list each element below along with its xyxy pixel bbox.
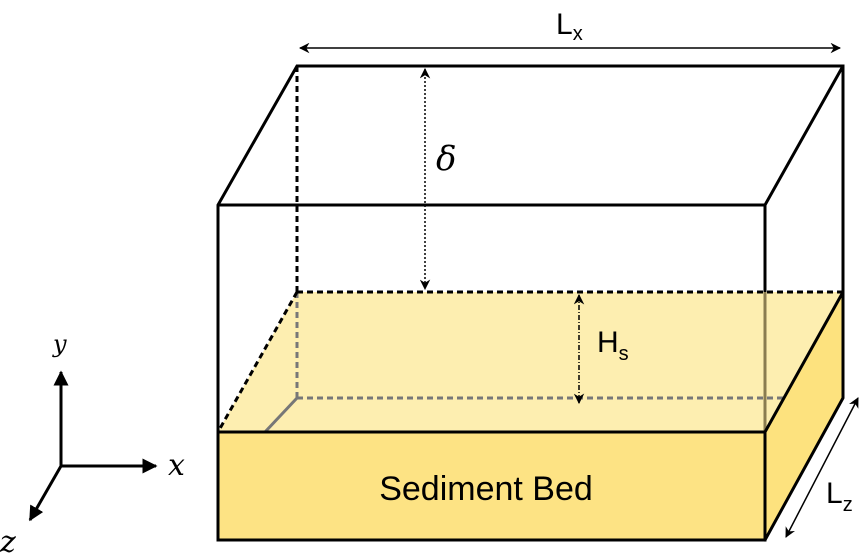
bed-top-face bbox=[218, 292, 843, 432]
bed-label: Sediment Bed bbox=[379, 470, 593, 508]
axes-triad: y x z bbox=[0, 330, 185, 554]
delta-label: δ bbox=[436, 139, 456, 179]
x-axis-label: x bbox=[168, 448, 185, 483]
lx-label: Lx bbox=[556, 8, 583, 45]
lz-label: Lz bbox=[826, 477, 853, 516]
bed-front-face bbox=[216, 430, 767, 542]
z-axis-arrow bbox=[28, 465, 63, 522]
hs-label: Hs bbox=[597, 326, 629, 365]
y-axis-label: y bbox=[52, 330, 67, 358]
domain-box-outline bbox=[216, 64, 845, 432]
hidden-bed-left-bottom bbox=[263, 396, 299, 434]
z-axis-label: z bbox=[0, 525, 16, 554]
domain-box-front-top bbox=[218, 65, 845, 207]
water-line-left bbox=[216, 291, 299, 433]
lz-arrow bbox=[785, 397, 859, 538]
